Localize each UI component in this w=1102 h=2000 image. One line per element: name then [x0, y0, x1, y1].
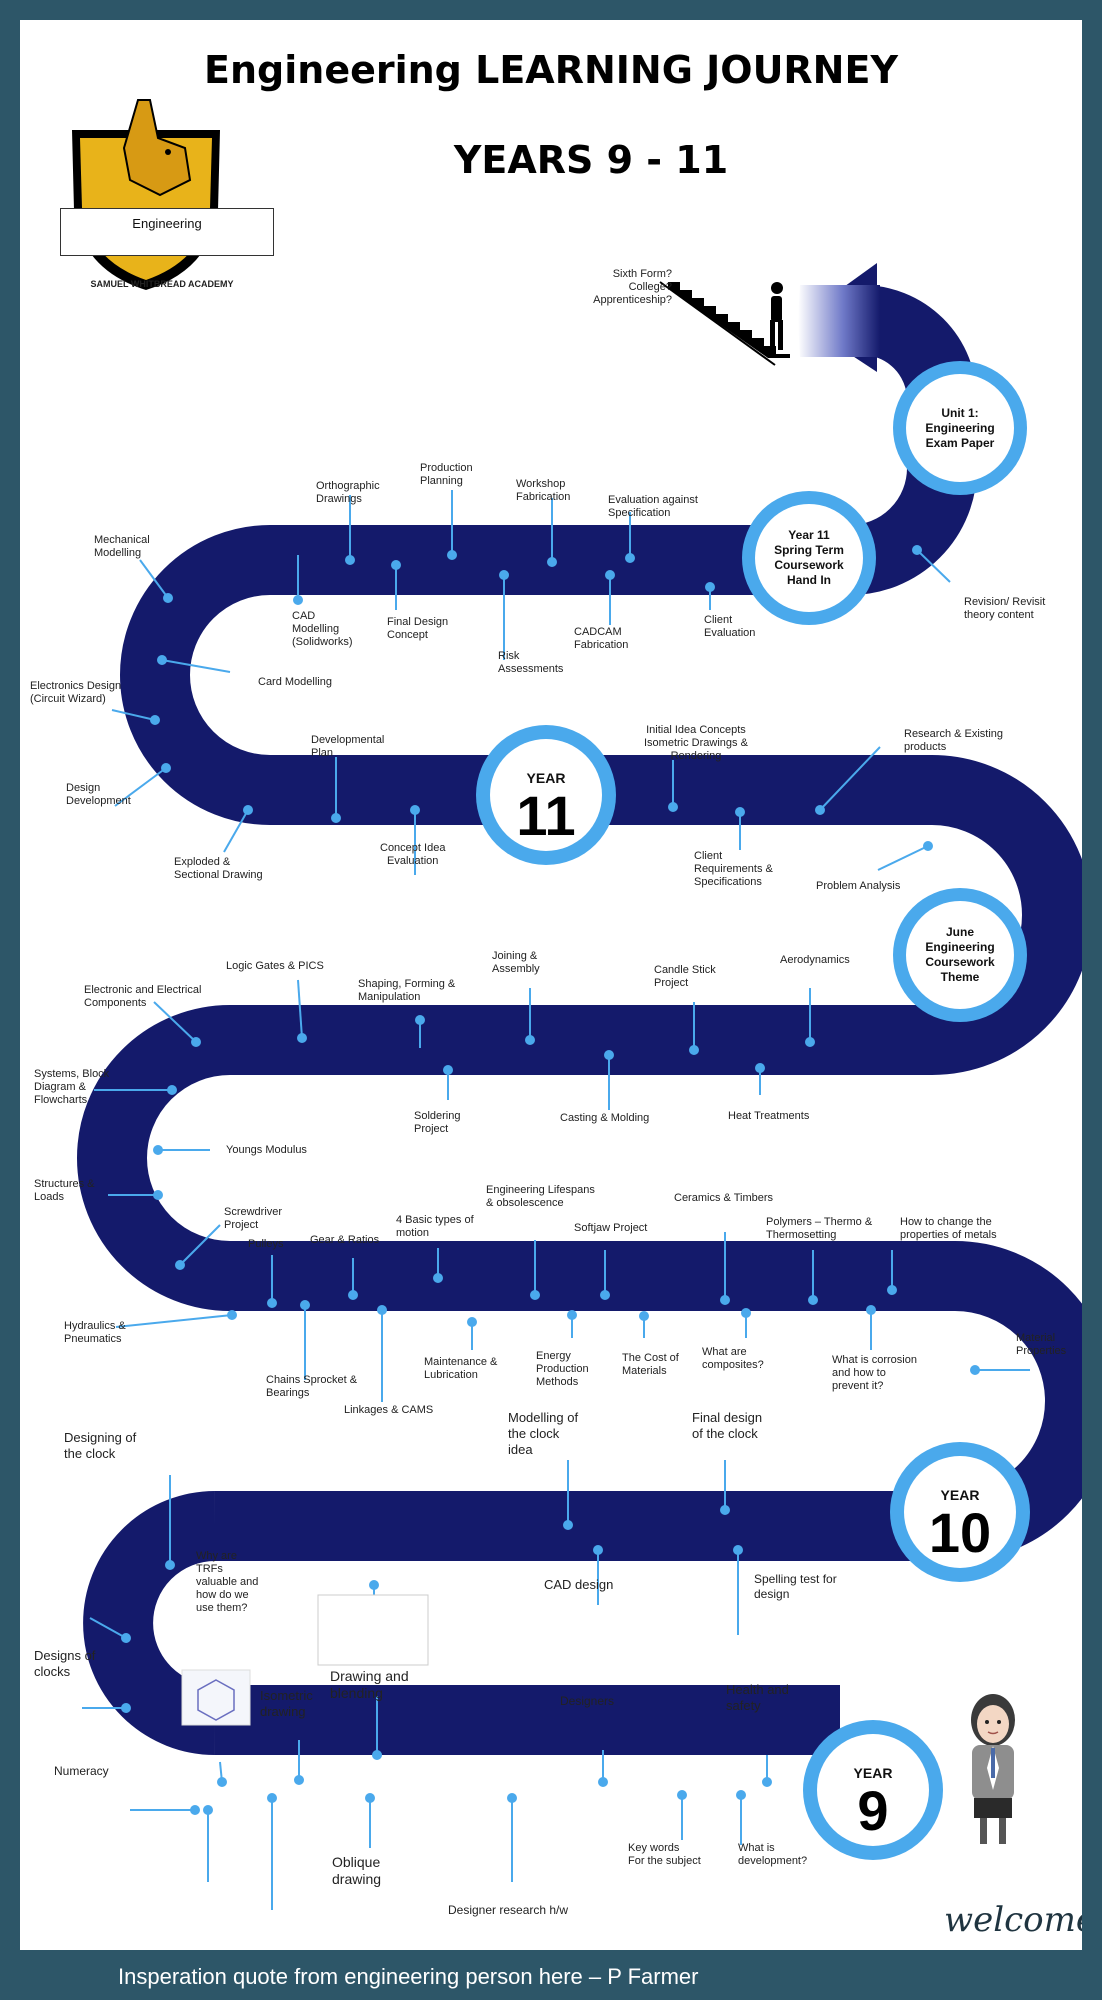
- topic-drawing-blending: Drawing and blending: [330, 1668, 409, 1701]
- year9-number: 9: [857, 1779, 889, 1842]
- topic-youngs: Youngs Modulus: [226, 1144, 307, 1156]
- topic-structures: Structures & Loads: [34, 1178, 95, 1203]
- topic-aerodynamics: Aerodynamics: [780, 954, 850, 966]
- topic-developmental-plan: Developmental Plan: [311, 734, 385, 759]
- topic-final-design-concept: Final Design Concept: [387, 616, 449, 641]
- topic-evaluation-spec: Evaluation against Specification: [608, 494, 698, 519]
- milestone-unit1: Unit 1: Engineering Exam Paper: [925, 406, 995, 450]
- topic-risk: Risk Assessments: [498, 650, 564, 675]
- topic-hydraulics: Hydraulics & Pneumatics: [64, 1320, 126, 1345]
- topic-electronic-components: Electronic and Electrical Components: [84, 984, 202, 1009]
- topic-key-words: Key words For the subject: [628, 1842, 701, 1867]
- topic-screwdriver: Screwdriver Project: [224, 1206, 283, 1231]
- topic-designers: Designers: [560, 1694, 615, 1708]
- topic-research-existing: Research & Existing products: [904, 728, 1004, 753]
- topic-polymers: Polymers – Thermo & Thermosetting: [766, 1216, 873, 1241]
- topic-chains: Chains Sprocket & Bearings: [266, 1374, 358, 1399]
- staircase-icon: [659, 281, 790, 366]
- topic-lifespans: Engineering Lifespans & obsolescence: [486, 1184, 595, 1209]
- year10-number: 10: [928, 1501, 992, 1564]
- topic-corrosion: What is corrosion and how to prevent it?: [832, 1354, 917, 1392]
- poster-sheet: Engineering LEARNING JOURNEY YEARS 9 - 1…: [20, 20, 1082, 1950]
- topic-final-design-clock: Final design of the clock: [692, 1410, 763, 1441]
- road-bend-5: [120, 525, 272, 825]
- topic-cad-design: CAD design: [544, 1577, 614, 1592]
- topic-workshop: Workshop Fabrication: [516, 478, 571, 503]
- topic-shaping: Shaping, Forming & Manipulation: [358, 978, 456, 1003]
- topic-designing-clock: Designing of the clock: [64, 1430, 137, 1461]
- topic-what-is-dev: What is development?: [738, 1842, 808, 1867]
- topic-numeracy: Numeracy: [54, 1764, 109, 1778]
- topic-orthographic: Orthographic Drawings: [316, 480, 380, 505]
- topic-logic-gates: Logic Gates & PICS: [226, 960, 324, 972]
- page-title: Engineering LEARNING JOURNEY: [204, 48, 898, 92]
- topic-material-props: Material Properties: [1016, 1332, 1067, 1357]
- topic-designs-clocks: Designs of clocks: [34, 1648, 96, 1679]
- welcome-text: welcome: [944, 1900, 1082, 1940]
- topic-client-requirements: Client Requirements & Specifications: [694, 850, 773, 888]
- topic-spelling: Spelling test for design: [754, 1572, 837, 1601]
- topic-casting: Casting & Molding: [560, 1112, 650, 1124]
- topic-cadcam: CADCAM Fabrication: [574, 626, 629, 651]
- road-bend-3: [77, 1005, 232, 1311]
- topic-systems: Systems, Block Diagram & Flowcharts: [34, 1068, 110, 1106]
- topic-joining: Joining & Assembly: [492, 950, 540, 975]
- milestone-june: June Engineering Coursework Theme: [925, 925, 995, 984]
- topic-maintenance: Maintenance & Lubrication: [424, 1356, 498, 1381]
- road-bend-4: [931, 755, 1082, 1075]
- topic-isometric: Isometric drawing: [260, 1688, 313, 1719]
- topic-soldering: Soldering Project: [414, 1110, 461, 1135]
- topic-candle: Candle Stick Project: [654, 964, 716, 989]
- topic-design-development: Design Development: [66, 782, 131, 807]
- topic-card-modelling: Card Modelling: [258, 676, 332, 688]
- topic-mechanical: Mechanical Modelling: [94, 534, 150, 559]
- road-bend-1: [83, 1491, 217, 1755]
- thumbnail-blending: [317, 1594, 429, 1666]
- topic-research-hw: Designer research h/w: [448, 1903, 569, 1917]
- topic-motion: 4 Basic types of motion: [396, 1214, 474, 1239]
- topic-gear: Gear & Ratios: [310, 1234, 380, 1246]
- year9-word: YEAR: [853, 1765, 893, 1781]
- page-subtitle: YEARS 9 - 11: [453, 138, 729, 182]
- crest-label: Engineering: [60, 208, 274, 256]
- topic-client-eval: Client Evaluation: [704, 614, 756, 639]
- topic-linkages: Linkages & CAMS: [344, 1404, 434, 1416]
- topic-metals: How to change the properties of metals: [900, 1216, 997, 1241]
- topic-pulleys: Pulleys: [248, 1238, 284, 1250]
- year11-number: 11: [516, 784, 576, 847]
- topic-trfs: Why are TRFs valuable and how do we use …: [196, 1550, 259, 1614]
- topic-initial-idea: Initial Idea Concepts Isometric Drawings…: [644, 724, 748, 762]
- topic-problem-analysis: Problem Analysis: [816, 880, 901, 892]
- arrow-fade: [798, 285, 880, 357]
- topic-revision: Revision/ Revisit theory content: [964, 596, 1046, 621]
- topic-composites: What are composites?: [702, 1346, 764, 1371]
- student-illustration: [971, 1694, 1015, 1844]
- crest-motto: SAMUEL WHITBREAD ACADEMY: [90, 279, 234, 289]
- topic-cost: The Cost of Materials: [622, 1352, 679, 1377]
- topic-energy: Energy Production Methods: [536, 1350, 589, 1388]
- year11-word: YEAR: [526, 770, 566, 786]
- year10-word: YEAR: [940, 1487, 980, 1503]
- milestone-spring: Year 11 Spring Term Coursework Hand In: [774, 528, 844, 587]
- topic-ceramics: Ceramics & Timbers: [674, 1192, 774, 1204]
- crest-icon: [72, 99, 220, 290]
- topic-modelling-clock: Modelling of the clock idea: [508, 1410, 579, 1457]
- topic-softjaw: Softjaw Project: [574, 1222, 648, 1234]
- footer-quote: Insperation quote from engineering perso…: [118, 1964, 699, 1989]
- topic-exploded: Exploded & Sectional Drawing: [174, 856, 263, 881]
- topic-heat: Heat Treatments: [728, 1110, 810, 1122]
- topic-cad-modelling: CAD Modelling (Solidworks): [292, 610, 353, 648]
- topic-health: Health and safety: [726, 1682, 789, 1713]
- topic-concept-idea-eval: Concept Idea Evaluation: [380, 842, 446, 867]
- topic-production-planning: Production Planning: [420, 462, 473, 487]
- next-steps: Sixth Form? College? Apprenticeship?: [593, 268, 672, 306]
- thumbnail-isometric: [181, 1669, 251, 1726]
- topic-electronics-design: Electronics Design (Circuit Wizard): [30, 680, 122, 705]
- topic-oblique: Oblique drawing: [332, 1854, 382, 1887]
